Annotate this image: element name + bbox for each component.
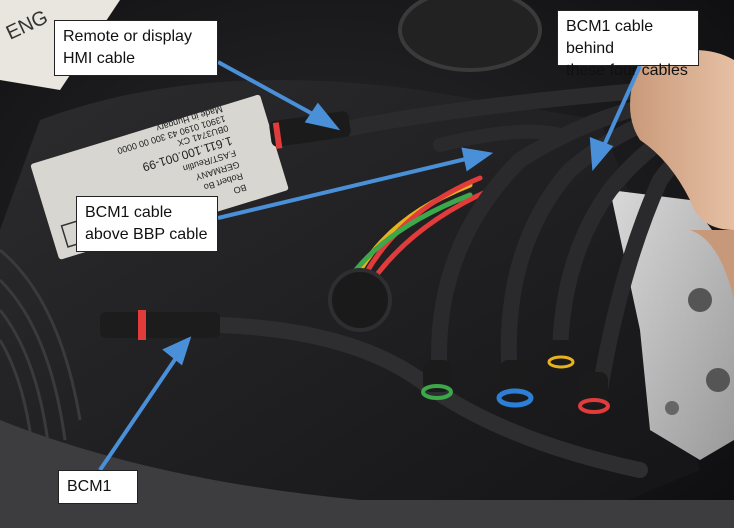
hmi-connector-red-ring [272,122,283,149]
bcm1-connector [100,312,220,338]
callout-bcm1-above-bbp: BCM1 cable above BBP cable [76,196,218,252]
arrow-bcm1 [98,353,180,472]
arrowhead [589,136,614,172]
bracket-hole [706,368,730,392]
connector-ends [421,340,610,414]
arrow-bcm1-above [217,156,471,220]
finger [690,230,734,300]
hand [630,50,734,230]
green-ring [421,384,453,400]
callout-bcm1: BCM1 [58,470,138,504]
arrow-bcm1-behind [600,65,642,151]
annotation-arrows [98,60,642,472]
yellow-ring [547,355,575,369]
bcm1-upper-cable [433,124,567,152]
arrow-remote-hmi [217,60,321,120]
lower-body [0,420,734,528]
bcm1-connector-red-ring [138,310,146,340]
round-port [398,0,542,72]
metal-bracket [610,190,734,460]
callout-bcm1-behind: BCM1 cable behind these four cables [557,10,699,79]
arrowhead [461,147,494,172]
callout-remote-hmi: Remote or display HMI cable [54,20,218,76]
hmi-cable [342,82,658,136]
bbp-connector [328,268,392,332]
arrowhead [304,102,341,131]
blue-ring [496,388,534,408]
bcm1-cable [212,317,648,478]
arrowhead [162,336,192,366]
red-ring [578,398,610,414]
label-line: BO [232,182,247,195]
bracket-hole [665,401,679,415]
bracket-hole [688,288,712,312]
